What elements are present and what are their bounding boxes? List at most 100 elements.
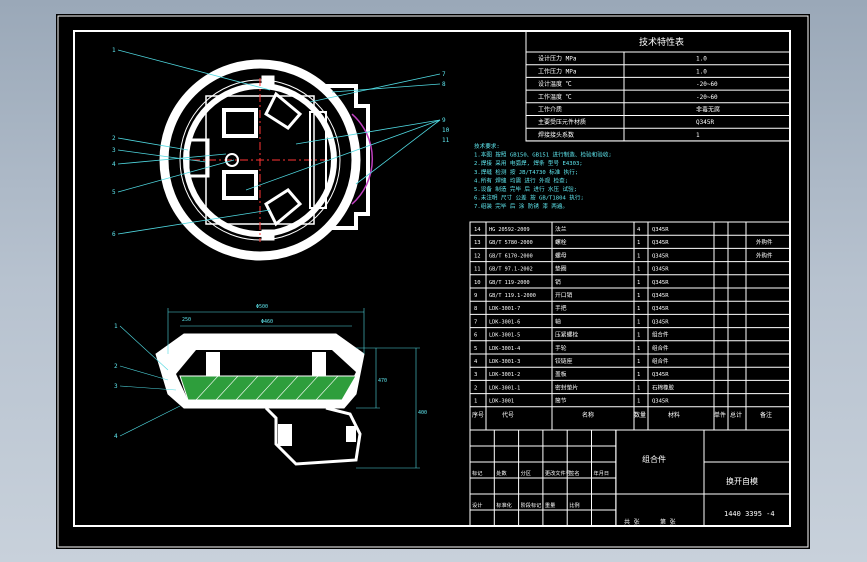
svg-text:6: 6 — [112, 231, 116, 238]
part-no: 2 — [474, 385, 477, 391]
parts-header: 代号 — [502, 411, 514, 419]
part-qty: 1 — [637, 333, 640, 339]
spec-value: 1.0 — [696, 68, 707, 75]
spec-key: 设计压力 MPa — [538, 55, 577, 63]
top-view-leaders — [117, 49, 441, 235]
part-code: GB/T 119-2000 — [489, 280, 530, 286]
sheet-index: 第 张 — [660, 518, 676, 526]
svg-text:4: 4 — [114, 433, 118, 440]
svg-text:10: 10 — [442, 127, 450, 134]
part-no: 3 — [474, 372, 477, 378]
part-material: Q345R — [652, 267, 669, 273]
spec-key: 工作介质 — [538, 106, 562, 114]
tech-note-line: 6.未注明 尺寸 公差 按 GB/T1804 执行; — [474, 194, 584, 202]
drawing-sheet: 1 2 3 4 5 6 7 8 9 10 11 — [57, 15, 809, 548]
part-code: GB/T 5780-2000 — [489, 240, 533, 246]
part-material: Q345R — [652, 293, 669, 299]
svg-text:4: 4 — [112, 161, 116, 168]
part-name: 密封垫片 — [555, 383, 578, 391]
tb-label: 更改文件号 — [545, 469, 571, 477]
svg-text:2: 2 — [112, 135, 116, 142]
part-qty: 1 — [637, 253, 640, 259]
tb-label: 签名 — [569, 469, 579, 477]
part-no: 1 — [474, 399, 477, 405]
part-material: Q345R — [652, 253, 669, 259]
svg-text:1: 1 — [114, 323, 118, 330]
part-qty: 4 — [637, 227, 641, 233]
part-material: 组合件 — [652, 357, 669, 365]
part-code: LDK-3001-6 — [489, 319, 520, 325]
part-code: LDK-3001-1 — [489, 385, 520, 391]
part-name: 垫圈 — [555, 265, 567, 273]
tb-label: 比例 — [569, 501, 579, 509]
part-qty: 1 — [637, 240, 640, 246]
spec-key: 主要受压元件材质 — [538, 118, 586, 126]
part-material: Q345R — [652, 372, 669, 378]
part-name: 盖板 — [555, 370, 567, 378]
tb-label: 标记 — [472, 469, 482, 477]
part-name: 铰链座 — [555, 357, 573, 365]
part-no: 14 — [474, 227, 481, 233]
part-qty: 1 — [637, 346, 640, 352]
tech-note-line: 7.组装 完毕 后 涂 防锈 漆 两遍。 — [474, 202, 568, 210]
tb-label: 处数 — [496, 469, 507, 477]
part-qty: 1 — [637, 359, 640, 365]
tech-note-line: 1.本图 按照 GB150、GB151 进行制造、检验和验收; — [474, 151, 612, 159]
part-name: 法兰 — [555, 225, 567, 233]
top-view — [159, 59, 374, 261]
spec-value: 非毒无腐 — [696, 106, 720, 114]
part-code: LDK-3001-5 — [489, 333, 520, 339]
part-name: 筒节 — [555, 397, 567, 405]
part-no: 10 — [474, 280, 481, 286]
spec-key: 工作温度 ℃ — [538, 93, 572, 101]
svg-text:Φ500: Φ500 — [256, 304, 268, 310]
svg-text:9: 9 — [442, 117, 446, 124]
parts-header: 材料 — [668, 411, 680, 419]
part-no: 4 — [474, 359, 478, 365]
spec-key: 焊接接头系数 — [538, 131, 574, 139]
svg-text:5: 5 — [112, 189, 116, 196]
part-material: Q345R — [652, 280, 669, 286]
part-qty: 1 — [637, 319, 640, 325]
part-name: 螺栓 — [555, 238, 567, 246]
part-no: 8 — [474, 306, 477, 312]
tech-notes: 技术要求:1.本图 按照 GB150、GB151 进行制造、检验和验收;2.焊接… — [474, 142, 612, 210]
part-qty: 1 — [637, 267, 640, 273]
tb-label: 重量 — [545, 501, 555, 509]
part-material: Q345R — [652, 319, 669, 325]
tb-label: 年月日 — [594, 469, 610, 477]
spec-value: 1.0 — [696, 56, 707, 63]
tb-label: 标准化 — [496, 501, 512, 509]
cad-drawing-viewport[interactable]: 1 2 3 4 5 6 7 8 9 10 11 — [56, 14, 810, 549]
front-view-callouts: 1 2 3 4 — [114, 323, 118, 440]
tech-note-line: 技术要求: — [474, 142, 500, 150]
part-name: 轴 — [555, 317, 561, 325]
spec-key: 工作压力 MPa — [538, 67, 577, 75]
part-code: GB/T 6170-2000 — [489, 253, 533, 259]
assembly-label: 组合件 — [642, 454, 666, 464]
spec-key: 设计温度 ℃ — [538, 80, 572, 88]
spec-value: 1 — [696, 132, 700, 139]
part-name: 手把 — [555, 304, 567, 312]
part-code: LDK-3001-3 — [489, 359, 520, 365]
front-view-dim-text: Φ500 Φ460 250 470 400 — [182, 304, 427, 416]
drawing-number: 1440 3395 -4 — [724, 510, 775, 518]
svg-text:2: 2 — [114, 363, 118, 370]
part-code: GB/T 119.1-2000 — [489, 293, 536, 299]
parts-header: 序号 — [472, 411, 484, 419]
part-qty: 1 — [637, 280, 640, 286]
svg-text:250: 250 — [182, 317, 191, 323]
part-material: Q345R — [652, 227, 669, 233]
part-code: LDK-3001-2 — [489, 372, 520, 378]
part-name: 螺母 — [555, 251, 567, 259]
parts-header: 备注 — [760, 411, 772, 419]
part-code: HG 20592-2009 — [489, 227, 530, 233]
part-qty: 1 — [637, 399, 640, 405]
top-view-callouts: 1 2 3 4 5 6 7 8 9 10 11 — [112, 47, 450, 238]
parts-header: 单件 — [714, 411, 726, 419]
svg-text:8: 8 — [442, 81, 446, 88]
part-qty: 1 — [637, 372, 640, 378]
outer-frame — [57, 15, 809, 548]
